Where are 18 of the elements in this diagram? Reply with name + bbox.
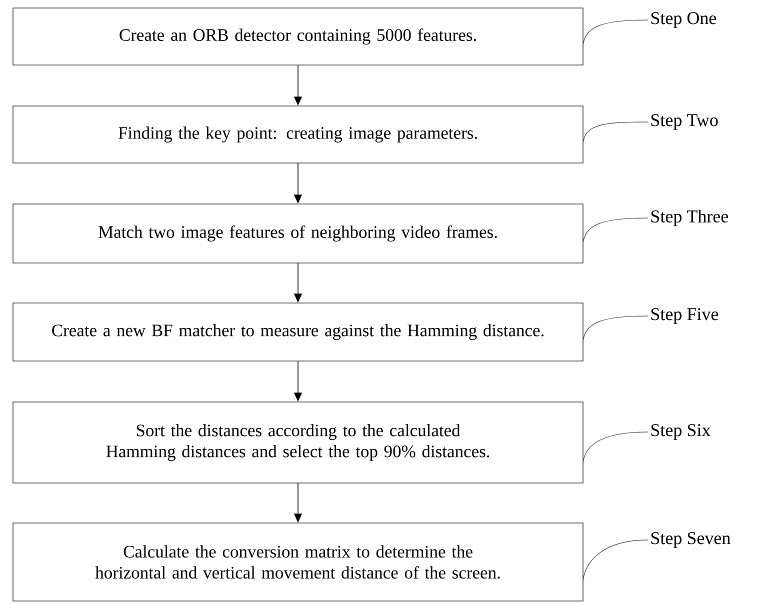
process-box: Finding the key point: creating image parameters.	[12, 106, 584, 164]
leader-line	[582, 218, 648, 246]
step-label: Step Seven	[651, 532, 730, 548]
step-label: Step Two	[651, 114, 718, 130]
leader-line	[582, 316, 648, 344]
process-box: Create a new BF matcher to measure against the Hamming distance.	[12, 302, 584, 362]
leader-line	[582, 20, 648, 48]
leader-line	[582, 432, 648, 466]
step-label: Step Five	[651, 308, 718, 324]
process-box: Match two image features of neighboring video frames.	[12, 204, 584, 264]
step-label: Step Six	[651, 424, 710, 440]
process-box: Sort the distances according to the calculated Hamming distances and select the top 90% distances.	[12, 402, 584, 484]
step-label: Step One	[651, 12, 716, 28]
leader-line	[582, 540, 648, 584]
process-box: Create an ORB detector containing 5000 features.	[12, 8, 584, 66]
process-box: Calculate the conversion matrix to determine the horizontal and vertical movement distance of the screen.	[12, 522, 584, 602]
step-label: Step Three	[651, 210, 728, 226]
leader-line	[582, 122, 648, 146]
